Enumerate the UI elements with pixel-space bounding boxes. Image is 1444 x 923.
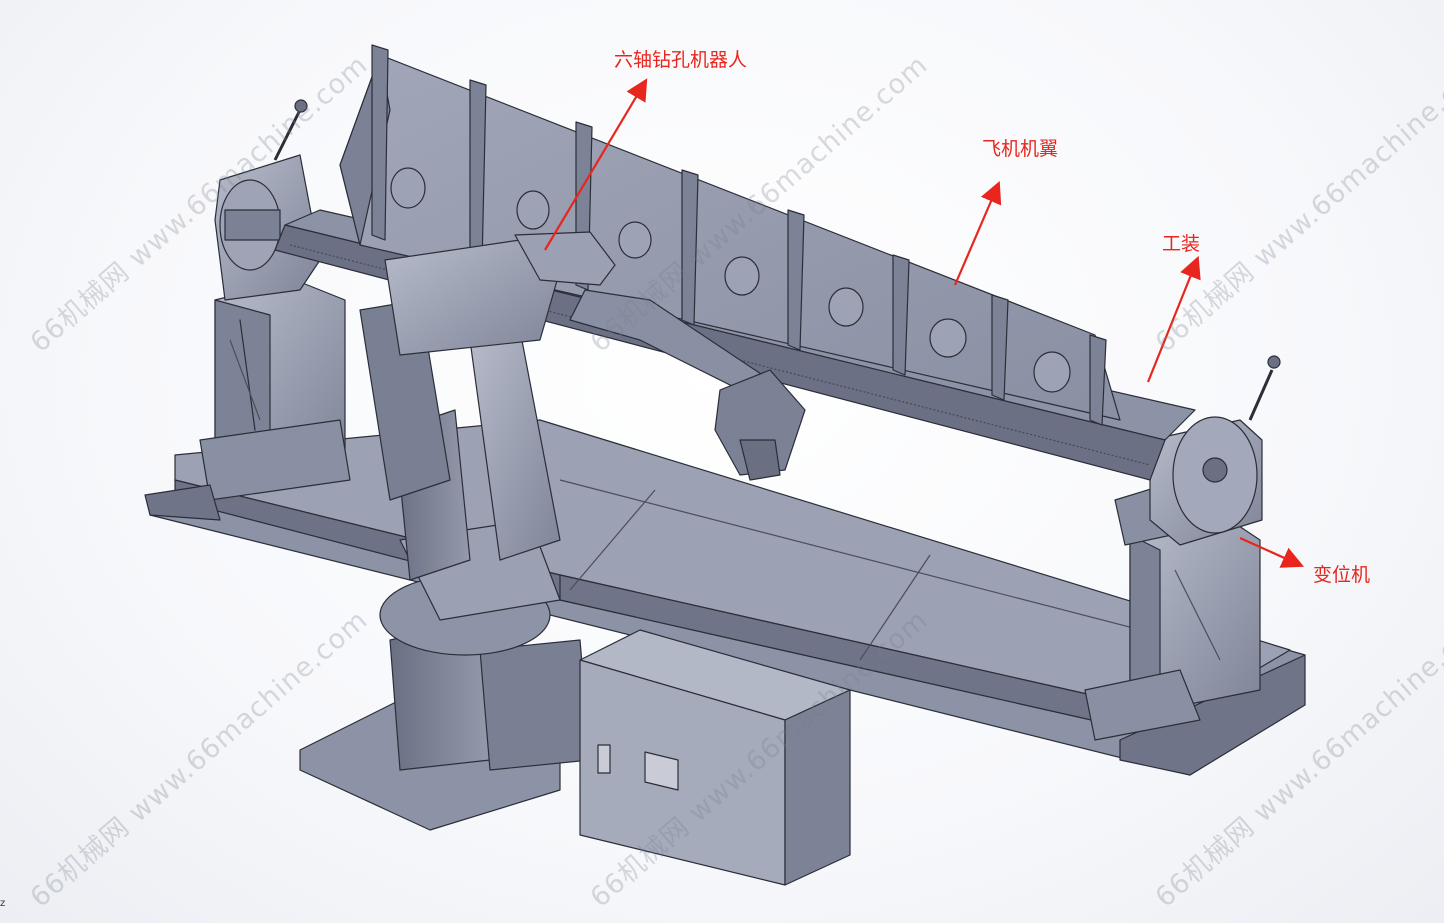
right-positioner [1084,355,1281,741]
arrow-positioner [1239,536,1305,568]
label-fixture: 工装 [1162,233,1201,255]
corner-mark: z [0,898,6,909]
arrow-fixture [1146,255,1201,383]
arrow-wing [953,180,1002,286]
annotation-arrows [544,78,1305,568]
arrow-robot [544,78,648,251]
label-positioner: 变位机 [1313,564,1371,586]
left-positioner [144,99,351,521]
label-wing: 飞机机翼 [982,138,1059,160]
label-robot: 六轴钻孔机器人 [614,49,748,71]
control-cabinet [579,629,851,886]
aircraft-wing [339,44,1121,426]
six-axis-robot [299,231,806,831]
